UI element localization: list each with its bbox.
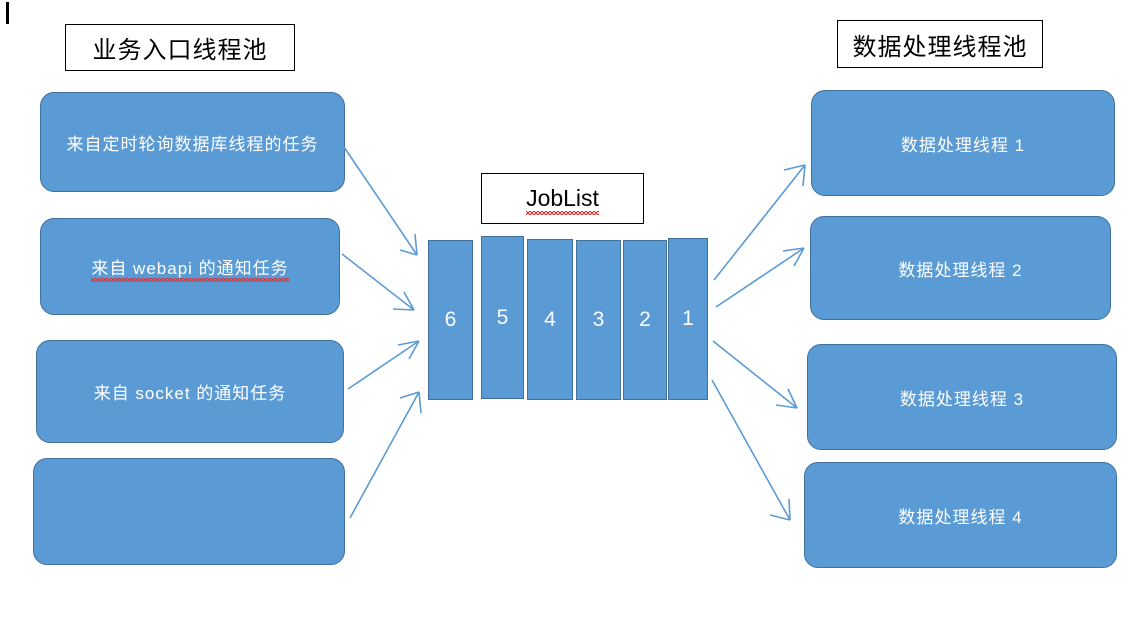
queue-item-1-label: 1 bbox=[682, 307, 694, 330]
arrow-in-1 bbox=[343, 146, 418, 256]
queue-item-4[interactable]: 4 bbox=[527, 239, 573, 400]
arrow-out-2 bbox=[715, 247, 805, 308]
queue-item-6-label: 6 bbox=[444, 308, 457, 331]
queue-item-2-label: 2 bbox=[639, 308, 651, 331]
left-box-1[interactable]: 来自定时轮询数据库线程的任务 bbox=[40, 92, 345, 192]
queue-item-4-label: 4 bbox=[544, 307, 556, 331]
arrow-out-4 bbox=[711, 379, 791, 521]
right-pool-title-label: 数据处理线程池 bbox=[852, 33, 1028, 61]
arrow-out-1 bbox=[713, 164, 806, 281]
arrow-in-3 bbox=[347, 340, 420, 390]
arrow-out-3 bbox=[712, 340, 798, 409]
right-box-3-label: 数据处理线程 3 bbox=[899, 389, 1025, 409]
right-box-2-label: 数据处理线程 2 bbox=[898, 260, 1023, 280]
queue-item-3-label: 3 bbox=[592, 308, 605, 331]
left-pool-title-label: 业务入口线程池 bbox=[92, 37, 268, 64]
queue-item-5[interactable]: 5 bbox=[481, 236, 524, 399]
left-pool-title: 业务入口线程池 bbox=[65, 24, 295, 71]
queue-item-1[interactable]: 1 bbox=[668, 238, 708, 400]
queue-item-5-label: 5 bbox=[496, 305, 509, 329]
queue-item-2[interactable]: 2 bbox=[623, 240, 667, 400]
queue-item-6[interactable]: 6 bbox=[428, 240, 473, 400]
right-box-4-label: 数据处理线程 4 bbox=[898, 507, 1023, 527]
right-box-4[interactable]: 数据处理线程 4 bbox=[804, 462, 1117, 568]
left-box-4[interactable] bbox=[33, 458, 345, 565]
right-pool-title: 数据处理线程池 bbox=[837, 20, 1043, 68]
text-caret bbox=[6, 2, 9, 24]
arrow-in-2 bbox=[341, 253, 415, 311]
left-box-1-label: 来自定时轮询数据库线程的任务 bbox=[66, 134, 319, 154]
right-box-1[interactable]: 数据处理线程 1 bbox=[811, 90, 1115, 196]
right-box-3[interactable]: 数据处理线程 3 bbox=[807, 344, 1117, 450]
arrow-in-4 bbox=[349, 391, 422, 519]
left-box-3-label: 来自 socket 的通知任务 bbox=[93, 384, 287, 403]
queue-title-label: JobList bbox=[526, 185, 599, 215]
queue-item-3[interactable]: 3 bbox=[576, 240, 621, 400]
right-box-2[interactable]: 数据处理线程 2 bbox=[810, 216, 1111, 320]
right-box-1-label: 数据处理线程 1 bbox=[900, 135, 1026, 155]
queue-title: JobList bbox=[481, 173, 644, 224]
left-box-2[interactable]: 来自 webapi 的通知任务 bbox=[40, 218, 340, 315]
left-box-2-label: 来自 webapi 的通知任务 bbox=[91, 254, 289, 282]
left-box-3[interactable]: 来自 socket 的通知任务 bbox=[36, 340, 344, 443]
